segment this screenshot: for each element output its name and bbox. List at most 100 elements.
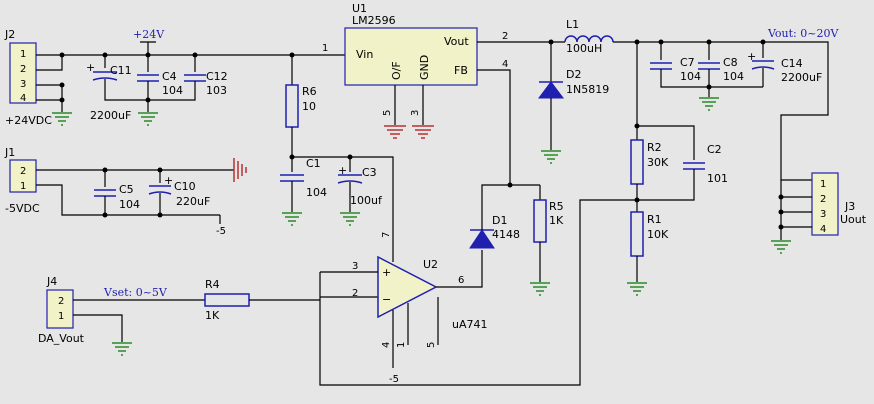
net-vout: Vout: 0~20V	[767, 27, 839, 40]
wire-u2-out	[436, 250, 483, 288]
capacitor-c7: C7 104	[650, 42, 763, 88]
wire-u2-pin3	[319, 271, 378, 297]
u1-pinnum-2: 2	[502, 31, 508, 42]
c1-ref: C1	[306, 157, 321, 170]
ground-icon-c8	[699, 97, 719, 111]
c3-value: 100uf	[350, 194, 383, 207]
opamp-u2-ua741: + − U2 uA741 3 2 6 7 4 1 5	[352, 232, 488, 348]
u1-pin-vout: Vout	[444, 35, 469, 48]
wire-j2-pin4	[36, 85, 63, 101]
c10-plus: +	[164, 174, 173, 187]
junction-dots	[59, 39, 784, 230]
resistor-r6: R6 10	[285, 55, 317, 157]
j2-pin-1: 1	[20, 49, 26, 60]
capacitor-c2: C2 101	[319, 125, 728, 386]
c7-value: 104	[680, 70, 701, 83]
u1-pinnum-3: 3	[410, 110, 421, 116]
j3-pin-4: 4	[820, 224, 826, 235]
c10-value: 220uF	[176, 195, 210, 208]
ground-icon-c1	[282, 212, 302, 226]
connector-j1: J1 2 1 -5VDC	[4, 146, 40, 215]
resistor-r4: R4 1K	[204, 278, 320, 322]
j3-ref: J3	[844, 200, 855, 213]
u2-pinnum-4: 4	[381, 342, 392, 348]
j2-pin-2: 2	[20, 64, 26, 75]
j3-pin-3: 3	[820, 209, 826, 220]
c11-ref: C11	[110, 64, 132, 77]
j1-label: -5VDC	[5, 202, 40, 215]
capacitor-c5: C5 104	[94, 170, 140, 215]
c8-value: 104	[723, 70, 744, 83]
c3-plus: +	[338, 164, 347, 177]
ground-icon-j1	[233, 158, 247, 182]
resistor-r5: R5 1K	[533, 185, 564, 282]
d2-ref: D2	[566, 68, 581, 81]
connector-j2: J2 1 2 3 4 +24VDC	[4, 28, 52, 127]
capacitor-c11: C11 + 2200uF	[86, 55, 148, 122]
wire-j4-gnd	[73, 314, 123, 342]
capacitor-c12: C12 103	[148, 55, 228, 101]
c12-ref: C12	[206, 70, 228, 83]
wire-u2-bottom-pins	[392, 297, 439, 368]
c14-plus: +	[747, 50, 756, 63]
c5-value: 104	[119, 198, 140, 211]
inductor-l1: L1 100uH	[564, 18, 614, 55]
j2-ref: J2	[4, 28, 15, 41]
capacitor-c14: C14 + 2200uF	[747, 42, 822, 87]
wire-j1-minus5	[36, 184, 220, 216]
ground-icon-j2	[52, 112, 72, 126]
j3-label: Uout	[840, 213, 867, 226]
wire-j2-pin2	[36, 55, 63, 71]
r6-value: 10	[302, 100, 316, 113]
u2-pinnum-1: 1	[396, 342, 407, 348]
d1-ref: D1	[492, 214, 507, 227]
j4-pin-2: 2	[58, 296, 64, 307]
u2-part: uA741	[452, 318, 488, 331]
connector-j4: J4 2 1 DA_Vout	[38, 275, 85, 345]
u2-pinnum-5: 5	[426, 342, 437, 348]
wire-u1-gnd-pins	[394, 85, 424, 125]
c14-value: 2200uF	[781, 71, 822, 84]
r5-value: 1K	[549, 214, 564, 227]
u1-pin-gnd: GND	[418, 55, 431, 80]
ground-icon-r1	[627, 282, 647, 296]
j2-pin-4: 4	[20, 93, 26, 104]
ground-icon-d2	[541, 150, 561, 164]
c10-ref: C10	[174, 180, 196, 193]
r2-value: 30K	[647, 156, 669, 169]
capacitor-c8: C8 104	[698, 42, 744, 97]
c12-value: 103	[206, 84, 227, 97]
r4-ref: R4	[205, 278, 220, 291]
r4-value: 1K	[205, 309, 220, 322]
j4-label: DA_Vout	[38, 332, 85, 345]
wire-u2-vcc	[292, 156, 394, 262]
l1-ref: L1	[566, 18, 579, 31]
c7-ref: C7	[680, 56, 695, 69]
l1-value: 100uH	[566, 42, 602, 55]
d2-value: 1N5819	[566, 83, 609, 96]
u2-pinnum-7: 7	[381, 232, 392, 238]
net-minus5-b: -5	[389, 374, 399, 385]
ground-icon-u1-pin3	[412, 125, 434, 139]
r5-ref: R5	[549, 200, 564, 213]
c1-value: 104	[306, 186, 327, 199]
ground-icon-j3	[771, 240, 791, 254]
diode-d2: D2 1N5819	[538, 42, 609, 150]
wire-vout-bus	[613, 41, 829, 181]
connector-j3: 1 2 3 4 J3 Uout	[811, 172, 867, 236]
j1-pin-1: 1	[20, 181, 26, 192]
u2-pinnum-3: 3	[352, 261, 358, 272]
u1-pin-fb: FB	[454, 64, 468, 77]
c4-ref: C4	[162, 70, 177, 83]
u1-pinnum-4: 4	[502, 59, 508, 70]
j2-label: +24VDC	[5, 114, 52, 127]
u1-pinnum-5: 5	[382, 110, 393, 116]
resistor-r2: R2 30K	[630, 42, 669, 185]
u1-pin-vin: Vin	[356, 48, 373, 61]
resistor-r1: R1 10K	[630, 211, 669, 282]
c11-plus: +	[86, 61, 95, 74]
d1-value: 4148	[492, 228, 520, 241]
c8-ref: C8	[723, 56, 738, 69]
c2-ref: C2	[707, 143, 722, 156]
